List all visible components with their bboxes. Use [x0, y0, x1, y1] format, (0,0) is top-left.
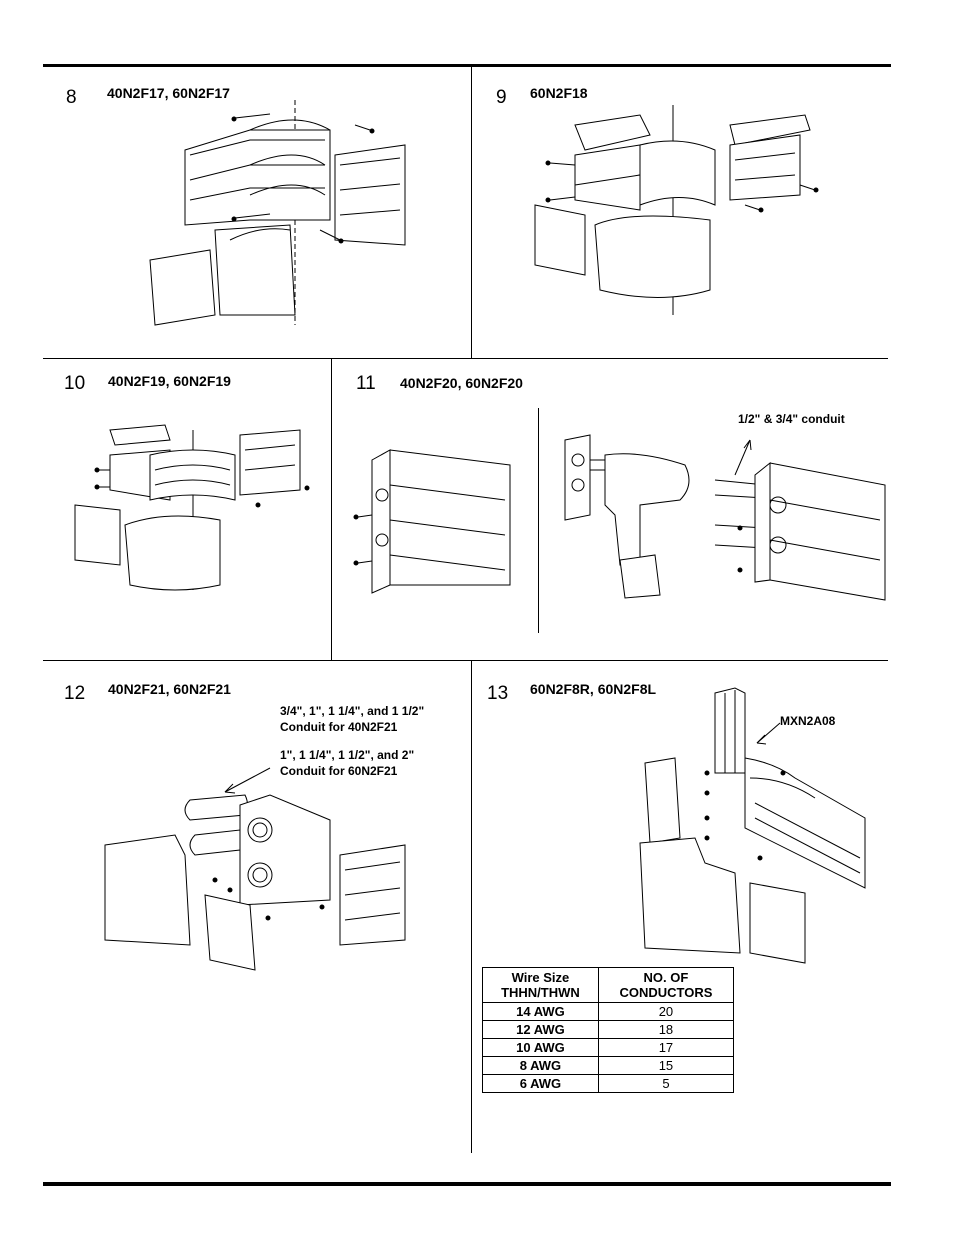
- column-header-conductors: NO. OF CONDUCTORS: [597, 967, 735, 1003]
- drill-illustration: [560, 430, 700, 600]
- wire-size-cell: 10 AWG: [482, 1038, 599, 1057]
- corner-fitting-exploded-illustration: [75, 425, 315, 595]
- divider-bottom-vertical: [471, 660, 472, 1153]
- divider-row2: [43, 660, 888, 661]
- panel-models: 40N2F19, 60N2F19: [108, 373, 231, 389]
- wire-capacity-table: Wire Size THHN/THWN NO. OF CONDUCTORS 14…: [482, 967, 735, 1093]
- wire-size-cell: 6 AWG: [482, 1074, 599, 1093]
- conduit-40-callout: 3/4", 1", 1 1/4", and 1 1/2" Conduit for…: [280, 703, 424, 735]
- panel-models: 40N2F20, 60N2F20: [400, 375, 523, 391]
- panel-number: 12: [64, 683, 86, 704]
- panel-number: 11: [356, 373, 376, 394]
- conduit-60-line2: Conduit for 60N2F21: [280, 764, 398, 778]
- conductor-count-cell: 18: [597, 1020, 735, 1039]
- conduit-40-line2: Conduit for 40N2F21: [280, 720, 398, 734]
- panel-number: 10: [64, 373, 86, 394]
- table-header-row: Wire Size THHN/THWN NO. OF CONDUCTORS: [482, 967, 735, 1003]
- end-fitting-conduit-illustration: [710, 430, 890, 610]
- wire-size-cell: 14 AWG: [482, 1002, 599, 1021]
- panel-models: 60N2F18: [530, 85, 588, 101]
- header-line: CONDUCTORS: [619, 985, 713, 1000]
- divider-mid-vertical: [331, 358, 332, 660]
- vertical-transition-illustration: [635, 688, 875, 963]
- bottom-rule: [43, 1182, 891, 1186]
- header-line: Wire Size: [511, 970, 570, 985]
- panel-number: 8: [66, 87, 77, 108]
- conductor-count-cell: 15: [597, 1056, 735, 1075]
- end-fitting-drill-illustration: [350, 445, 530, 595]
- divider-panel11: [538, 408, 539, 633]
- corner-fitting-exploded-illustration: [150, 100, 420, 330]
- header-line: THHN/THWN: [501, 985, 580, 1000]
- conductor-count-cell: 17: [597, 1038, 735, 1057]
- conduit-60-callout: 1", 1 1/4", 1 1/2", and 2" Conduit for 6…: [280, 747, 414, 779]
- mxn-callout: MXN2A08: [780, 714, 836, 728]
- top-rule: [43, 64, 891, 67]
- wire-size-cell: 12 AWG: [482, 1020, 599, 1039]
- panel-number: 13: [487, 683, 509, 704]
- panel-models: 60N2F8R, 60N2F8L: [530, 681, 657, 697]
- conduit-60-line1: 1", 1 1/4", 1 1/2", and 2": [280, 748, 415, 762]
- conductor-count-cell: 5: [597, 1074, 735, 1093]
- panel-models: 40N2F21, 60N2F21: [108, 681, 231, 697]
- conduit-end-fitting-illustration: [100, 760, 415, 975]
- panel-number: 9: [496, 87, 507, 108]
- header-line: NO. OF: [643, 970, 689, 985]
- column-header-wire-size: Wire Size THHN/THWN: [482, 967, 599, 1003]
- divider-row1: [43, 358, 888, 359]
- panel-models: 40N2F17, 60N2F17: [107, 85, 230, 101]
- conductor-count-cell: 20: [597, 1002, 735, 1021]
- conduit-callout: 1/2" & 3/4" conduit: [738, 412, 845, 426]
- conduit-40-line1: 3/4", 1", 1 1/4", and 1 1/2": [280, 704, 425, 718]
- corner-fitting-exploded-illustration: [530, 105, 820, 315]
- wire-size-cell: 8 AWG: [482, 1056, 599, 1075]
- divider-top-vertical: [471, 66, 472, 359]
